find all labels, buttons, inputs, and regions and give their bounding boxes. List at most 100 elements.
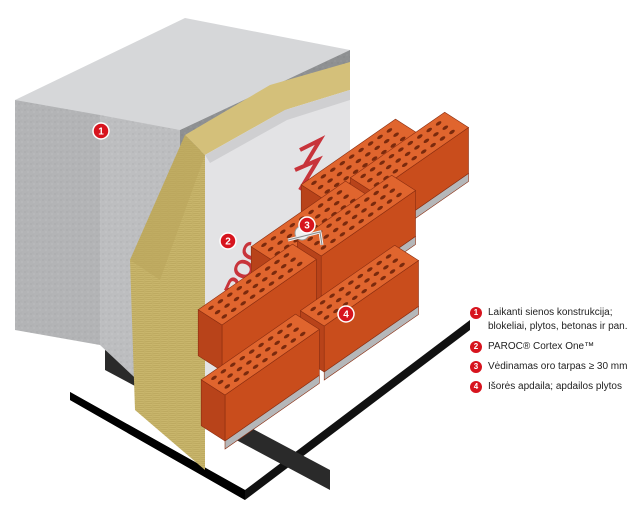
- brick-perforation: [348, 280, 354, 285]
- brick-perforation: [329, 293, 335, 298]
- brick-perforation: [389, 269, 396, 274]
- brick-perforation: [426, 127, 432, 133]
- brick-perforation: [383, 175, 389, 181]
- brick-perforation: [258, 342, 264, 348]
- brick-perforation: [289, 222, 296, 228]
- brick-perforation: [246, 360, 252, 365]
- marker-4: 4: [337, 305, 355, 323]
- brick-perforation: [362, 162, 368, 168]
- brick-perforation: [367, 212, 374, 217]
- brick-perforation: [380, 275, 386, 281]
- marker-3: 3: [298, 216, 316, 234]
- brick-perforation: [398, 147, 404, 152]
- brick-perforation: [442, 125, 449, 130]
- brick-perforation: [262, 357, 268, 363]
- brick-perforation: [221, 314, 228, 319]
- brick-perforation: [371, 156, 378, 161]
- brick-perforation: [386, 128, 393, 133]
- brick-perforation: [323, 234, 330, 239]
- brick-perforation: [346, 165, 352, 170]
- brick-perforation: [315, 214, 321, 219]
- brick-perforation: [364, 197, 370, 202]
- brick-perforation: [330, 167, 336, 172]
- brick-perforation: [343, 194, 349, 199]
- brick-perforation: [277, 329, 283, 335]
- brick-perforation: [326, 304, 333, 309]
- brick-perforation: [367, 267, 373, 272]
- brick-perforation: [293, 327, 299, 332]
- brick-perforation: [274, 340, 280, 346]
- brick-perforation: [214, 309, 221, 315]
- brick-perforation: [245, 279, 252, 284]
- brick-perforation: [217, 299, 224, 304]
- legend-text: Išorės apdaila; apdailos plytos: [488, 381, 622, 392]
- brick-perforation: [377, 205, 383, 211]
- brick-perforation: [330, 238, 336, 244]
- brick-perforation: [290, 338, 297, 343]
- brick-perforation: [262, 277, 268, 282]
- brick-perforation: [331, 211, 337, 217]
- brick-perforation: [383, 265, 389, 270]
- brick-perforation: [321, 218, 328, 223]
- brick-perforation: [379, 160, 385, 165]
- brick-perforation: [320, 245, 327, 250]
- brick-perforation: [370, 282, 377, 287]
- brick-perforation: [317, 203, 324, 208]
- brick-perforation: [414, 145, 420, 150]
- brick-perforation: [374, 145, 380, 151]
- brick-perforation: [236, 366, 243, 372]
- brick-perforation: [354, 203, 361, 209]
- brick-perforation: [249, 294, 256, 299]
- brick-perforation: [308, 209, 314, 215]
- brick-perforation: [339, 160, 346, 166]
- brick-perforation: [389, 188, 396, 193]
- brick-perforation: [365, 152, 371, 157]
- brick-perforation: [345, 291, 351, 296]
- brick-perforation: [255, 353, 262, 359]
- brick-perforation: [373, 190, 379, 196]
- brick-perforation: [280, 263, 287, 269]
- legend-text: Laikanti sienos konstrukcija; blokeliai,…: [488, 307, 628, 332]
- brick-perforation: [351, 214, 358, 220]
- brick-perforation: [333, 182, 340, 188]
- brick-perforation: [278, 274, 284, 280]
- brick-perforation: [339, 232, 346, 237]
- brick-perforation: [220, 369, 227, 374]
- marker-2: 2: [219, 232, 237, 250]
- brick-perforation: [310, 306, 316, 312]
- brick-perforation: [385, 164, 392, 170]
- brick-perforation: [296, 261, 303, 267]
- brick-perforation: [396, 192, 402, 198]
- brick-perforation: [342, 302, 349, 307]
- brick-perforation: [390, 143, 397, 148]
- brick-perforation: [208, 305, 214, 311]
- brick-perforation: [340, 205, 347, 210]
- brick-perforation: [268, 281, 275, 286]
- brick-perforation: [361, 288, 367, 294]
- brick-perforation: [317, 310, 323, 316]
- brick-perforation: [420, 149, 427, 154]
- legend-item-2: 2 PAROC® Cortex One™: [470, 340, 638, 354]
- brick-perforation: [236, 285, 243, 291]
- brick-perforation: [261, 242, 267, 248]
- brick-perforation: [367, 141, 374, 146]
- brick-cladding: [197, 111, 470, 450]
- brick-perforation: [449, 129, 455, 135]
- marker-1: 1: [92, 122, 110, 140]
- brick-perforation: [283, 333, 290, 339]
- brick-perforation: [373, 182, 380, 187]
- brick-perforation: [357, 273, 364, 279]
- legend-item-1: 1 Laikanti sienos konstrukcija; blokelia…: [470, 306, 638, 334]
- brick-perforation: [274, 259, 280, 265]
- brick-perforation: [270, 236, 277, 241]
- brick-perforation: [355, 158, 362, 164]
- brick-perforation: [324, 207, 330, 213]
- brick-perforation: [369, 167, 376, 172]
- brick-perforation: [361, 208, 367, 213]
- brick-perforation: [364, 278, 370, 283]
- legend-text: PAROC® Cortex One™: [488, 341, 595, 352]
- brick-perforation: [333, 308, 339, 314]
- brick-perforation: [267, 246, 274, 252]
- brick-perforation: [327, 196, 333, 202]
- brick-perforation: [252, 364, 259, 369]
